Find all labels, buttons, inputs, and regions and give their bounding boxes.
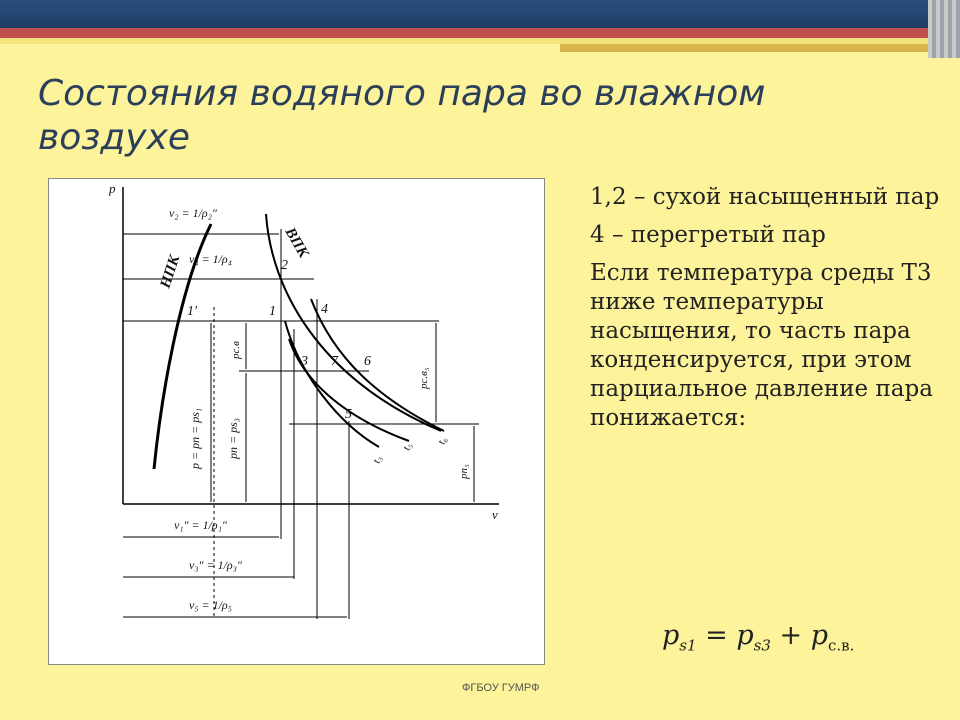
accent-bar-red [0,28,960,38]
t5-label: t₅ [401,441,415,452]
vpk-label: ВПК [281,224,312,261]
isotherm-t6 [310,298,445,432]
accent-bar-light [0,38,960,44]
text-paragraph-2: 4 – перегретый пар [590,222,826,248]
t6-label: t₆ [436,435,450,446]
formula-lhs-sub: s1 [679,636,697,655]
pressure-formula: ps1 = ps3 + pс.в. [662,620,854,654]
v5-label: v₅ = 1/ρ₅ [189,598,232,612]
v-axis-label: v [492,507,498,522]
isotherm-t3 [284,320,380,448]
corner-decoration [928,0,960,58]
p-axis-label: p [108,181,116,196]
p-mid-label: pп = ps₃ [226,418,240,460]
explanation-text: 1,2 – сухой насыщенный пар 4 – перегреты… [590,183,940,442]
point-3: 3 [300,354,308,369]
point-1: 1 [269,304,276,319]
text-paragraph-1: 1,2 – сухой насыщенный пар [590,184,940,210]
v2-label: v₂ = 1/ρ₂″ [169,206,218,220]
formula-plus: + [779,620,803,651]
v3-label: v₃″ = 1/ρ₃″ [189,558,243,572]
psv-label: pс.в [230,341,242,360]
lower-boundary-curve [152,223,213,470]
p-left-label: p = pп = ps₁ [188,408,202,470]
slide-title: Состояния водяного пара во влажном возду… [38,73,766,158]
v1-label: v₁″ = 1/ρ₁″ [174,518,228,532]
point-4: 4 [321,302,328,317]
top-band [0,0,960,28]
isotherm-t5 [288,338,410,442]
pv-diagram-svg: p v НПК ВПК v₂ = 1/ρ₂″ v₄ = 1 [108,181,499,619]
formula-lhs: p [662,620,680,651]
formula-rhs: p [810,620,829,651]
formula-rhs-sub: с.в. [828,636,855,655]
npk-label: НПК [157,253,183,292]
upper-boundary-curve [265,213,442,432]
point-1-prime: 1′ [187,304,198,319]
psv5-label: pс.в₅ [418,367,430,390]
t3-label: t₃ [371,454,385,465]
formula-eq: = [705,620,728,651]
point-6: 6 [364,354,371,369]
formula-mid-sub: s3 [753,636,771,655]
footer-org: ФГБОУ ГУМРФ [462,682,540,694]
accent-bar-gold [560,44,960,52]
pv-diagram: p v НПК ВПК v₂ = 1/ρ₂″ v₄ = 1 [48,178,545,665]
pp5-label: pп₅ [458,464,470,480]
point-2: 2 [281,258,288,273]
text-paragraph-3: Если температура среды Т3 ниже температу… [590,260,933,431]
formula-mid: p [736,620,754,651]
point-5: 5 [345,407,352,422]
point-7: 7 [331,354,339,369]
v4-label: v₄ = 1/ρ₄ [189,252,232,266]
